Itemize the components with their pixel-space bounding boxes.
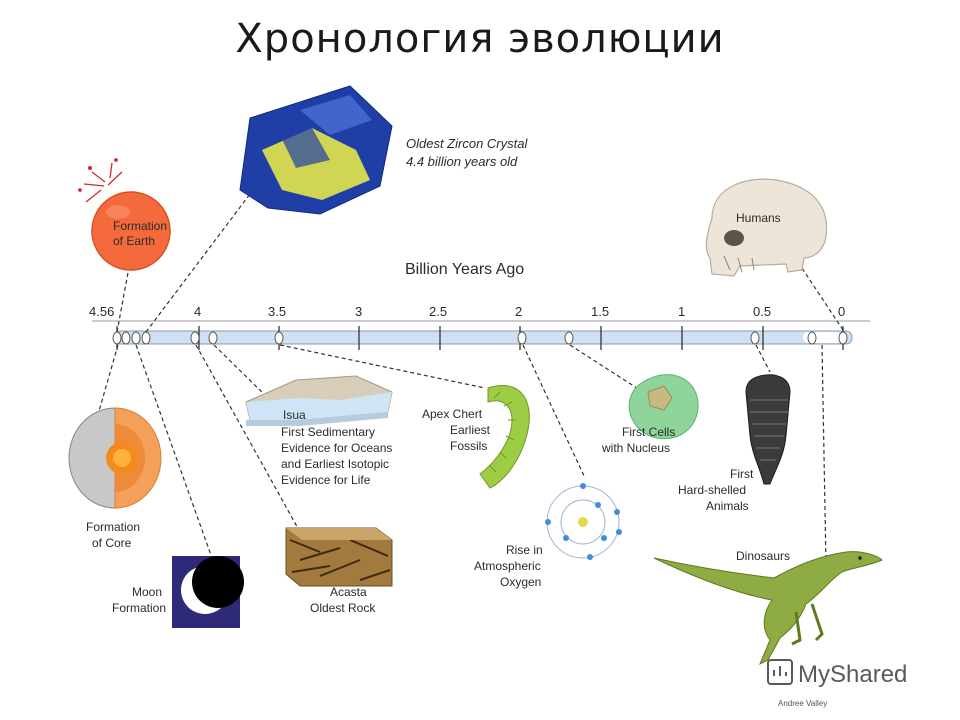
tick-label-0: 0 [838,304,845,319]
svg-text:Earliest: Earliest [450,423,491,437]
marker-cells [564,331,574,345]
svg-text:of Core: of Core [92,536,132,550]
label-first-cells: First Cells with Nucleus [601,425,675,455]
marker-shelled [750,331,760,345]
axis-title: Billion Years Ago [405,261,524,278]
tick-label-2.5: 2.5 [429,304,447,319]
oxygen-atom-icon [545,483,622,560]
label-apex-chert: Apex Chert Earliest Fossils [422,407,491,453]
trilobite-illustration [745,374,791,485]
myshared-watermark: MyShared [767,659,907,688]
myshared-logo-icon [767,659,793,685]
svg-text:First: First [730,467,754,481]
tick-label-4: 4 [194,304,201,319]
svg-text:Atmospheric: Atmospheric [474,559,541,573]
svg-text:Oldest Zircon Crystal: Oldest Zircon Crystal [406,136,528,151]
core-illustration [68,407,162,509]
connector-lines [94,193,844,566]
tick-label-2: 2 [515,304,522,319]
marker-core [121,331,131,345]
label-rise-in-oxygen: Rise in Atmospheric Oxygen [474,543,543,589]
marker-oxygen [517,331,527,345]
svg-text:First Sedimentary: First Sedimentary [281,425,375,439]
cell-with-nucleus-icon [628,374,699,440]
marker-humans [838,331,848,345]
zircon-crystal-illustration [239,85,393,215]
marker-moon [131,331,141,345]
svg-text:First Cells: First Cells [622,425,675,439]
event-markers [112,331,848,345]
svg-text:Oxygen: Oxygen [500,575,541,589]
tick-label-4.56: 4.56 [89,304,114,319]
svg-text:Apex Chert: Apex Chert [422,407,483,421]
marker-acasta [190,331,200,345]
label-isua: First Sedimentary Evidence for Oceans an… [281,425,392,487]
label-acasta: Acasta Oldest Rock [310,585,376,615]
isua-terrain-illustration [245,375,393,426]
tick-label-1.5: 1.5 [591,304,609,319]
acasta-rock-illustration [285,527,393,587]
svg-text:Animals: Animals [706,499,749,513]
svg-text:Formation: Formation [112,601,166,615]
svg-text:of Earth: of Earth [113,234,155,248]
tick-labels: 4.56 4 3.5 3 2.5 2 1.5 1 0.5 0 [89,304,845,319]
svg-text:4.4 billion years old: 4.4 billion years old [406,154,518,169]
label-dinosaurs: Dinosaurs [736,549,790,563]
tick-label-0.5: 0.5 [753,304,771,319]
credit-label: Andree Valley [778,699,827,708]
moon-formation-illustration [172,556,244,628]
tick-label-1: 1 [678,304,685,319]
marker-zircon [141,331,151,345]
label-isua-name: Isua [283,408,306,422]
svg-text:Formation: Formation [86,520,140,534]
label-moon-formation: Moon Formation [112,585,166,615]
marker-isua [208,331,218,345]
svg-text:Evidence for Oceans: Evidence for Oceans [281,441,392,455]
timeline-bar [92,320,870,345]
label-first-hard-shelled-animals: First Hard-shelled Animals [678,467,754,513]
svg-text:and Earliest Isotopic: and Earliest Isotopic [281,457,389,471]
tick-label-3: 3 [355,304,362,319]
skull-illustration [705,178,828,277]
svg-text:Moon: Moon [132,585,162,599]
dinosaur-illustration [653,551,883,666]
label-oldest-zircon-crystal: Oldest Zircon Crystal 4.4 billion years … [406,136,528,169]
apex-chert-fossil-illustration [479,385,530,489]
svg-text:Formation: Formation [113,219,167,233]
svg-text:Rise in: Rise in [506,543,543,557]
impact-sparks-icon [78,158,123,203]
tick-label-3.5: 3.5 [268,304,286,319]
label-formation-of-earth: Formation of Earth [113,219,167,248]
svg-text:Fossils: Fossils [450,439,487,453]
label-formation-of-core: Formation of Core [86,520,140,550]
svg-text:Acasta: Acasta [330,585,367,599]
page-title: Хронология эволюции [235,16,725,62]
label-humans: Humans [736,211,781,225]
svg-text:MyShared: MyShared [798,661,907,688]
svg-text:Evidence for Life: Evidence for Life [281,473,371,487]
marker-earth [112,331,122,345]
svg-text:Hard-shelled: Hard-shelled [678,483,746,497]
marker-dinosaurs [807,331,817,345]
svg-text:Oldest Rock: Oldest Rock [310,601,376,615]
svg-text:with Nucleus: with Nucleus [601,441,670,455]
earth-illustration [78,158,171,271]
marker-apex [274,331,284,345]
